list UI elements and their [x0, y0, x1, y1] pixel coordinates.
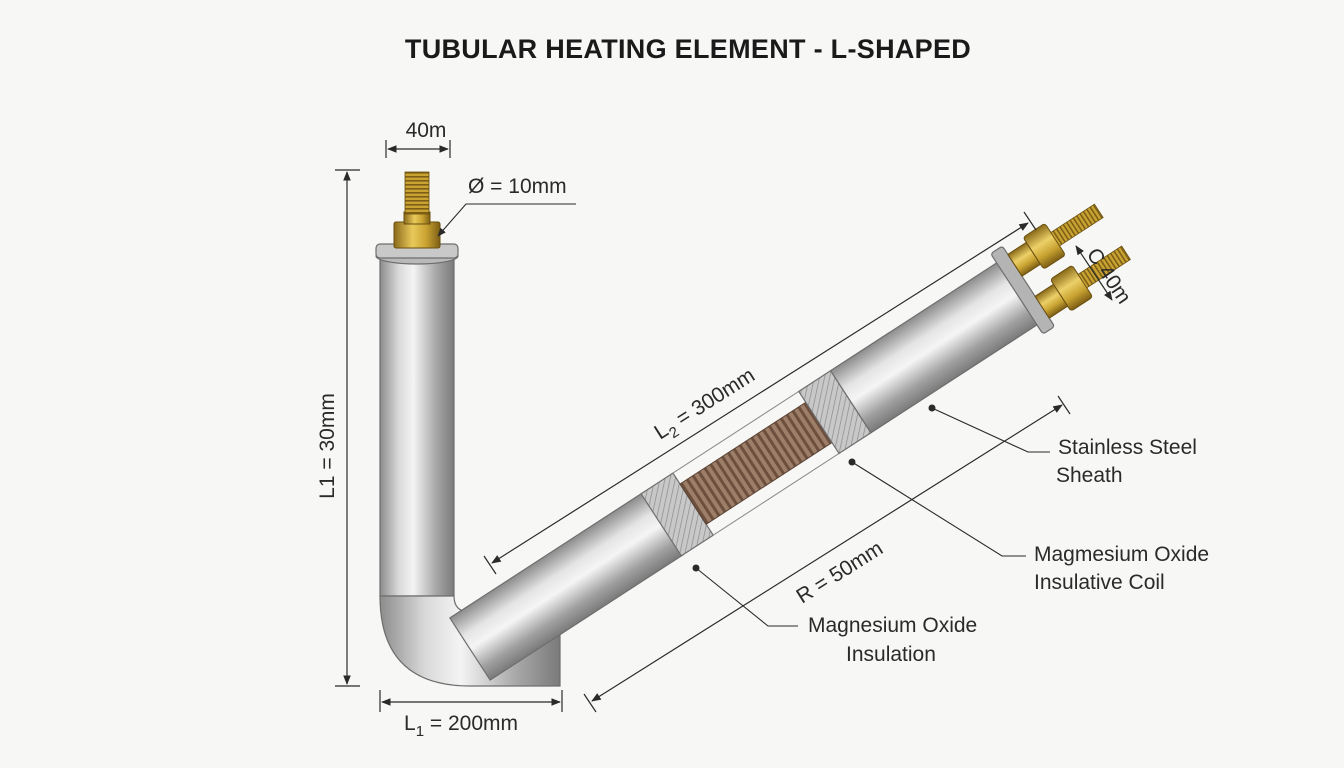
callout-sheath-line1: Stainless Steel — [1058, 436, 1197, 459]
callout-insulation: Magnesium Oxide Insulation — [692, 564, 977, 666]
dimension-top-width: 40m — [385, 119, 451, 158]
diagonal-length-label: L2 = 300mm — [650, 364, 761, 449]
diagram-title: TUBULAR HEATING ELEMENT - L-SHAPED — [405, 34, 971, 64]
diameter-label: Ø = 10mm — [468, 175, 567, 198]
callout-coil-line2: Insulative Coil — [1034, 571, 1165, 594]
callout-coil: Magmesium Oxide Insulative Coil — [848, 458, 1209, 594]
top-width-label: 40m — [406, 119, 447, 142]
dimension-horizontal-length: L1 = 200mm — [379, 690, 563, 740]
callout-insulation-line1: Magnesium Oxide — [808, 614, 977, 637]
dimension-vertical-length: L1 = 30mm — [316, 169, 360, 687]
dimension-diameter: Ø = 10mm — [437, 175, 576, 237]
callout-sheath: Stainless Steel Sheath — [928, 404, 1197, 487]
callout-insulation-line2: Insulation — [846, 643, 936, 666]
top-terminal — [375, 171, 459, 265]
horizontal-length-label: L1 = 200mm — [404, 712, 518, 740]
vertical-length-label: L1 = 30mm — [316, 393, 339, 499]
callout-sheath-line2: Sheath — [1056, 464, 1123, 487]
exposed-coil — [679, 401, 833, 525]
dimension-diagonal-length: L2 = 300mm — [483, 211, 1037, 575]
bend-radius-label: R = 50mm — [792, 537, 887, 608]
callout-coil-line1: Magmesium Oxide — [1034, 543, 1209, 566]
